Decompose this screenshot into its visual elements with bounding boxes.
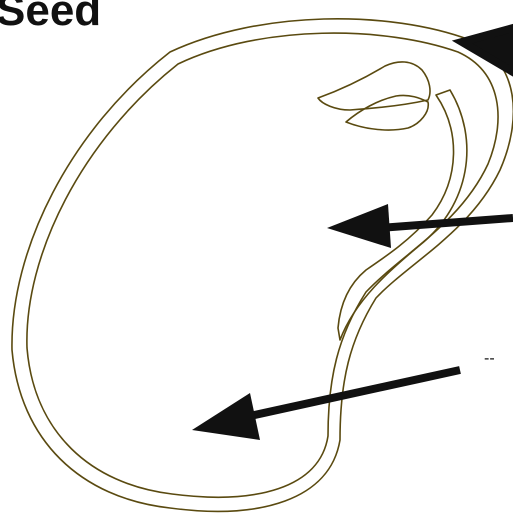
arrow-seed-coat bbox=[462, 28, 513, 72]
embryo-leaf-inner bbox=[346, 95, 428, 130]
embryo-radicle bbox=[338, 90, 467, 340]
arrow-cotyledon-head bbox=[192, 393, 260, 440]
arrow-embryo-shaft bbox=[380, 218, 513, 228]
label-blank-cotyledon: -- bbox=[484, 350, 495, 368]
arrow-embryo-head bbox=[327, 204, 391, 248]
seed-coat-outer bbox=[12, 19, 513, 512]
arrow-cotyledon-shaft bbox=[250, 370, 460, 416]
